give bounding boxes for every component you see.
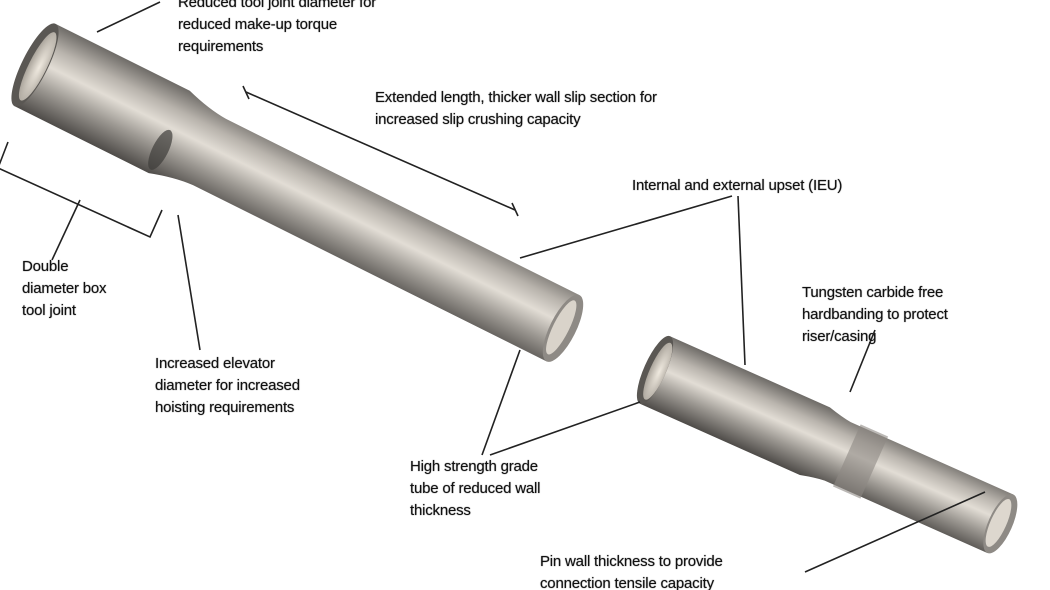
label-line: tube of reduced wall <box>410 480 541 497</box>
label-line: reduced make-up torque <box>178 16 338 33</box>
label-tool-joint-diameter: Reduced tool joint diameter for reduced … <box>178 0 376 58</box>
label-line: Pin wall thickness to provide <box>540 553 723 570</box>
label-upset: Internal and external upset (IEU) <box>632 175 842 197</box>
label-elevator-diameter: Increased elevator diameter for increase… <box>155 353 300 419</box>
label-line: connection tensile capacity <box>540 575 714 590</box>
label-line: Reduced tool joint diameter for <box>178 0 377 11</box>
leader-lines <box>0 1 986 573</box>
label-line: hardbanding to protect <box>802 306 948 323</box>
label-line: Extended length, thicker wall slip secti… <box>375 89 657 106</box>
label-line: diameter box <box>22 280 107 297</box>
label-line: tool joint <box>22 302 76 319</box>
label-line: riser/casing <box>802 328 877 345</box>
label-line: Double <box>22 258 69 275</box>
label-line: Tungsten carbide free <box>802 284 944 301</box>
label-line: thickness <box>410 502 471 519</box>
label-line: High strength grade <box>410 458 538 475</box>
label-line: Internal and external upset (IEU) <box>632 177 843 194</box>
drill-pipe-short <box>636 335 1018 554</box>
label-slip-section: Extended length, thicker wall slip secti… <box>375 87 657 131</box>
label-line: increased slip crushing capacity <box>375 111 581 128</box>
label-line: hoisting requirements <box>155 399 295 416</box>
label-tube: High strength grade tube of reduced wall… <box>410 456 540 522</box>
drill-pipe-long <box>11 23 584 362</box>
label-line: requirements <box>178 38 264 55</box>
label-line: Increased elevator <box>155 355 275 372</box>
label-box-tool-joint: Double diameter box tool joint <box>22 256 107 322</box>
label-hardbanding: Tungsten carbide free hardbanding to pro… <box>802 282 948 348</box>
label-pin-wall: Pin wall thickness to provide connection… <box>540 551 723 590</box>
label-line: diameter for increased <box>155 377 300 394</box>
